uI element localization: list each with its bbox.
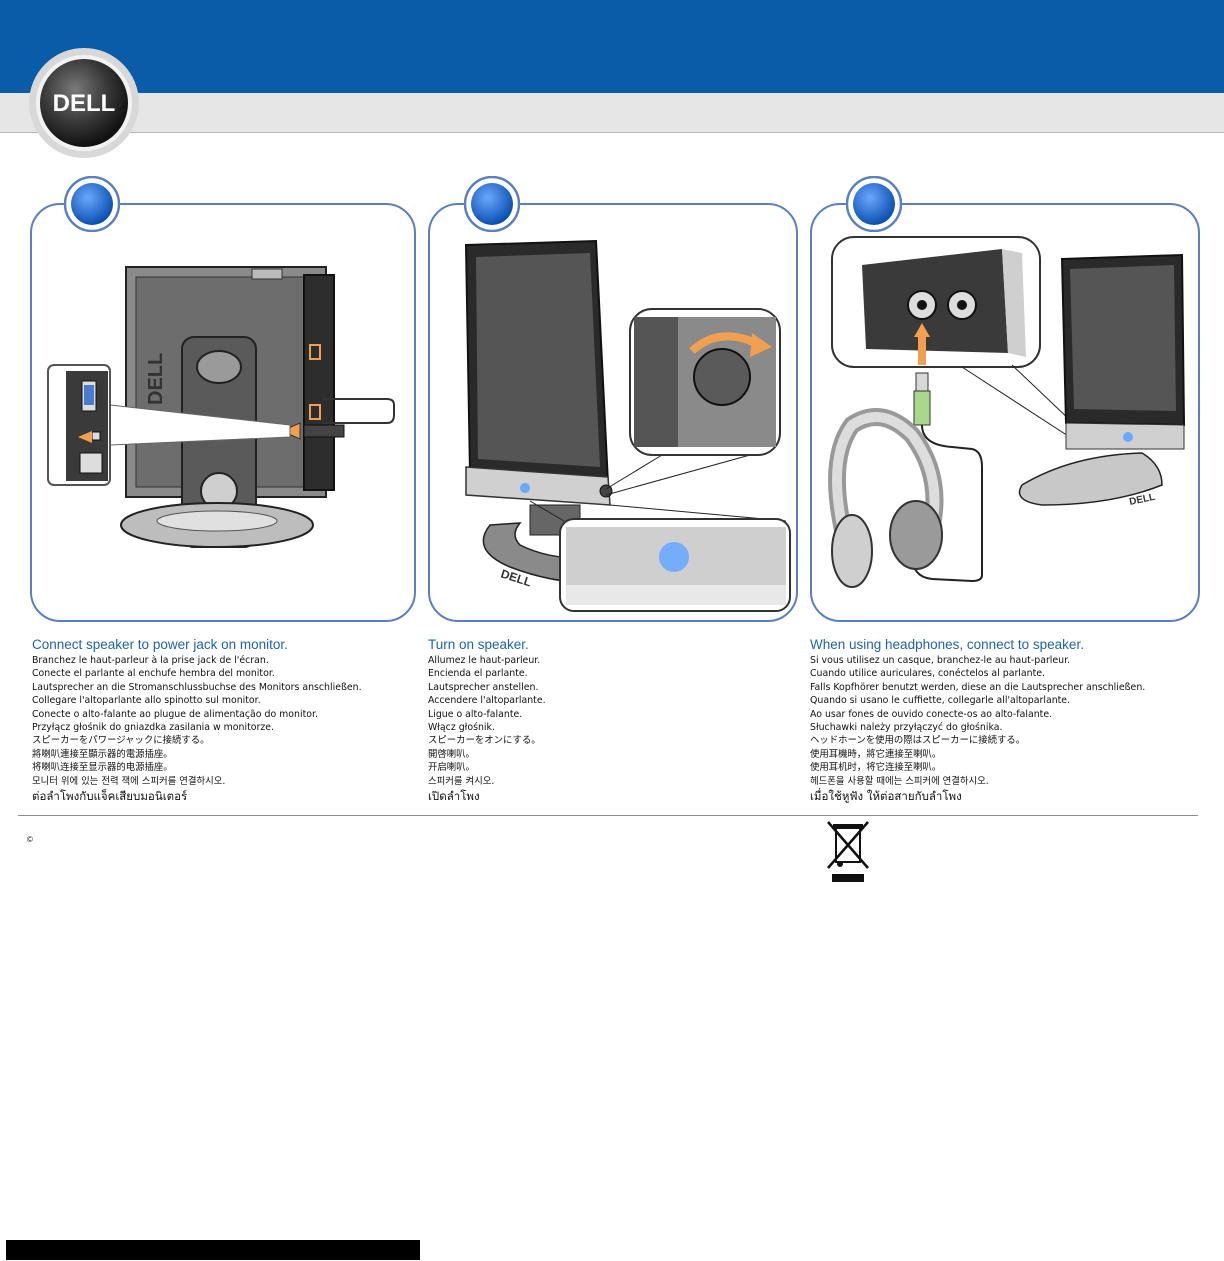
monitor-back-illustration: DELL <box>47 266 395 548</box>
step3-title: When using headphones, connect to speake… <box>810 637 1084 652</box>
copyright-symbol: © <box>27 835 33 844</box>
translation-line: 將喇叭連接至顯示器的電源插座。 <box>32 748 173 760</box>
translation-line: Lautsprecher an die Stromanschlussbuchse… <box>32 681 362 693</box>
translation-line: スピーカーをオンにする。 <box>428 735 541 747</box>
translation-line: 모니터 위에 있는 전력 잭에 스피커를 연결하시오. <box>32 775 226 787</box>
step1-title: Connect speaker to power jack on monitor… <box>32 637 288 652</box>
step1-panel: DELL <box>30 203 416 622</box>
step3-number-badge <box>846 176 902 232</box>
headphones-illustration: DELL <box>828 236 1186 588</box>
translation-line-thai: เมื่อใช้หูฟัง ให้ต่อสายกับลำโพง <box>810 789 962 804</box>
step1-number-badge <box>64 176 120 232</box>
svg-text:DELL: DELL <box>53 90 116 117</box>
step2-caption: Turn on speaker. Allumez le haut-parleur… <box>428 636 808 805</box>
translation-line: Słuchawki należy przyłączyć do głośnika. <box>810 722 1003 734</box>
translation-line: Conecte el parlante al enchufe hembra de… <box>32 668 275 680</box>
translation-line: 스피커를 켜시오. <box>428 775 495 787</box>
monitor-front-illustration: DELL <box>464 239 791 612</box>
translation-line: Cuando utilice auriculares, conéctelos a… <box>810 668 1046 680</box>
step2-panel: DELL <box>428 203 798 622</box>
translation-line: ヘッドホーンを使用の際はスピーカーに接続する。 <box>810 735 1026 747</box>
step2-number-badge <box>464 176 520 232</box>
translation-line: Conecte o alto-falante ao plugue de alim… <box>32 708 318 720</box>
svg-text:DELL: DELL <box>1128 492 1156 508</box>
svg-text:DELL: DELL <box>145 353 167 405</box>
translation-line: Lautsprecher anstellen. <box>428 681 539 693</box>
translation-line: 헤드폰을 사용할 때에는 스피커에 연결하시오. <box>810 775 989 787</box>
translation-line: Allumez le haut-parleur. <box>428 655 541 666</box>
header-subband <box>0 93 1224 133</box>
step2-title: Turn on speaker. <box>428 637 529 652</box>
translation-line: 使用耳机时，将它连接至喇叭。 <box>810 762 942 774</box>
translation-line: スピーカーをパワージャックに接続する。 <box>32 735 210 747</box>
translation-line: Collegare l'altoparlante allo spinotto s… <box>32 695 261 707</box>
translation-line: Ao usar fones de ouvido conecte-os ao al… <box>810 708 1053 720</box>
translation-line: Falls Kopfhörer benutzt werden, diese an… <box>810 681 1146 693</box>
translation-line: 开启喇叭。 <box>428 762 475 774</box>
header-band <box>0 0 1224 93</box>
translation-line: 将喇叭连接至显示器的电源插座。 <box>32 762 173 774</box>
translation-line: Włącz głośnik. <box>428 722 495 734</box>
step3-caption: When using headphones, connect to speake… <box>810 636 1190 805</box>
translation-line-thai: ต่อลำโพงกับแจ็คเสียบมอนิเตอร์ <box>32 789 188 804</box>
translation-line: Accendere l'altoparlante. <box>428 695 546 707</box>
footer-black-bar <box>6 1240 420 1260</box>
translation-line: Quando si usano le cuffiette, collegarle… <box>810 695 1071 707</box>
translation-line: Ligue o alto-falante. <box>428 708 523 720</box>
step3-panel: DELL <box>810 203 1200 622</box>
dell-logo: DELL <box>28 47 140 159</box>
step1-caption: Connect speaker to power jack on monitor… <box>32 636 412 805</box>
crossed-out-wheelie-bin-icon <box>826 820 870 884</box>
translation-line: 開啓喇叭。 <box>428 748 475 760</box>
translation-line: Branchez le haut-parleur à la prise jack… <box>32 655 269 666</box>
footer-divider <box>18 815 1198 816</box>
translation-line: Si vous utilisez un casque, branchez-le … <box>810 655 1071 666</box>
translation-line: Przyłącz głośnik do gniazdka zasilania w… <box>32 722 275 734</box>
translation-line-thai: เปิดลำโพง <box>428 789 480 804</box>
translation-line: Encienda el parlante. <box>428 668 528 680</box>
translation-line: 使用耳機時，將它連接至喇叭。 <box>810 748 942 760</box>
